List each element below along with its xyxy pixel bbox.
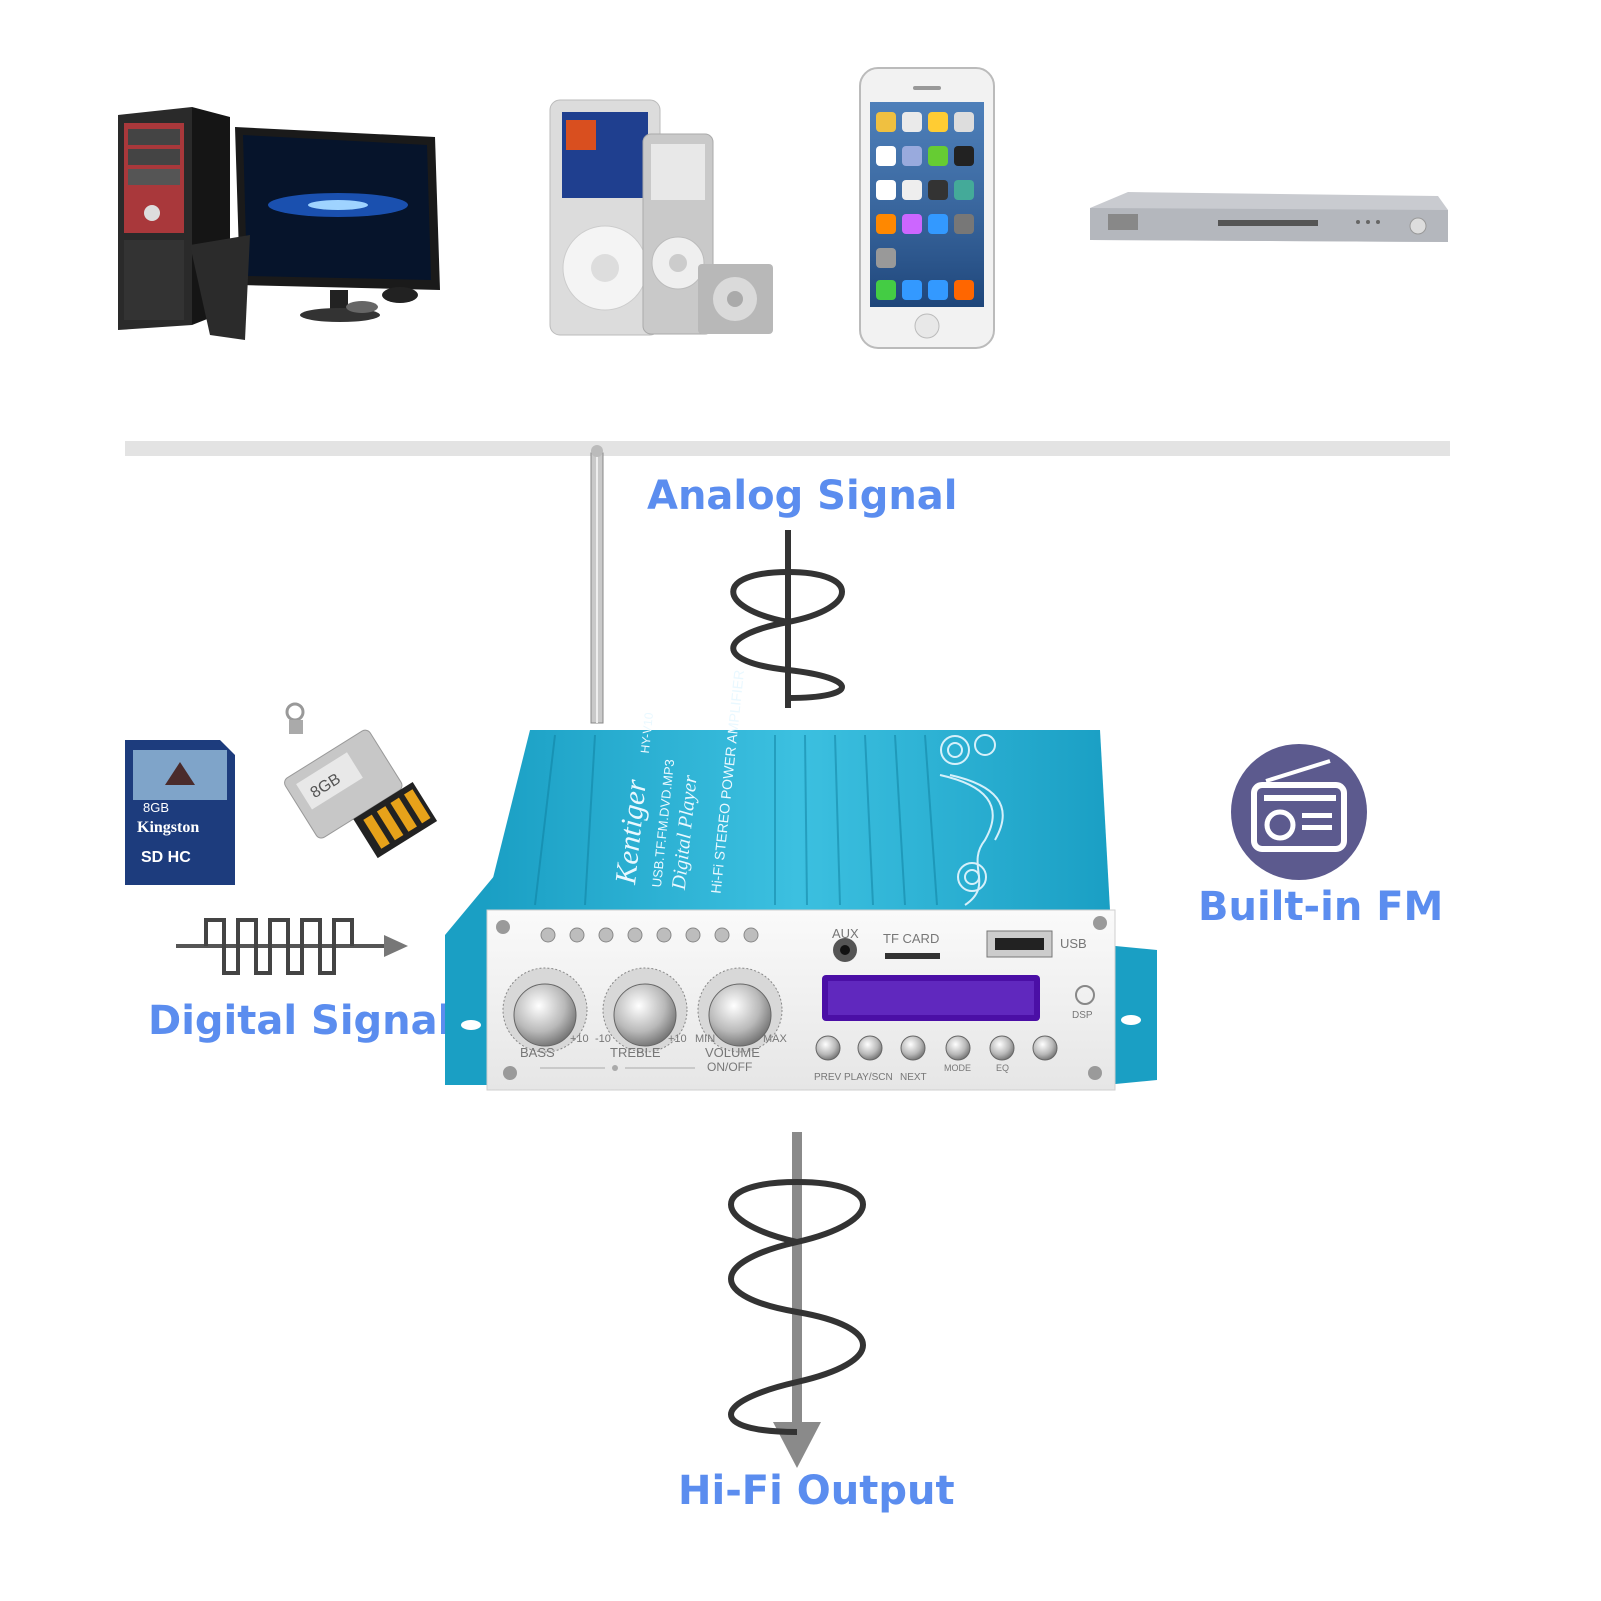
mp3-player-icon — [549, 99, 773, 336]
digital-wave-icon — [176, 918, 408, 975]
treble-range-min: -10 — [595, 1033, 611, 1045]
tf-card-slot[interactable] — [885, 953, 940, 959]
sd-card-brand: Kingston — [137, 819, 199, 836]
volume-sublabel: ON/OFF — [707, 1060, 752, 1074]
digital-signal-label: Digital Signal — [148, 998, 452, 1044]
sd-card-spec: SD HC — [141, 849, 191, 866]
mode-button[interactable] — [945, 1035, 971, 1061]
aux-jack[interactable] — [833, 938, 857, 962]
treble-label: TREBLE — [610, 1045, 661, 1060]
loop-button[interactable] — [1032, 1035, 1058, 1061]
bass-range-max: +10 — [570, 1033, 589, 1045]
volume-label: VOLUME — [705, 1045, 760, 1060]
analog-wave-icon — [730, 530, 845, 708]
play-button[interactable] — [857, 1035, 883, 1061]
next-label: NEXT — [900, 1072, 927, 1083]
usb-port[interactable] — [986, 930, 1053, 958]
volume-range-max: MAX — [763, 1033, 788, 1045]
usb-drive-icon: 8GB — [284, 702, 438, 859]
volume-range-min: MIN — [695, 1033, 715, 1045]
amplifier-device: Kentiger HY-V10 USB.TF.FM.DVD.MP3 Digita… — [445, 445, 1157, 1091]
divider-line — [125, 441, 1450, 456]
prev-button[interactable] — [815, 1035, 841, 1061]
radio-icon — [1231, 744, 1367, 880]
bass-knob[interactable] — [502, 967, 588, 1053]
desktop-computer-icon — [118, 107, 440, 340]
eq-button[interactable] — [989, 1035, 1015, 1061]
dvd-player-icon — [1090, 192, 1448, 242]
eq-label: EQ — [996, 1063, 1009, 1073]
antenna — [590, 445, 604, 724]
tf-card-label: TF CARD — [883, 931, 939, 946]
fm-label: Built-in FM — [1198, 884, 1444, 930]
bass-label: BASS — [520, 1045, 555, 1060]
sd-card-icon: 8GB Kingston SD HC — [125, 740, 235, 885]
smartphone-icon — [859, 67, 995, 349]
usb-label: USB — [1060, 936, 1087, 951]
treble-range-max: +10 — [668, 1033, 687, 1045]
play-label: PLAY/SCN — [844, 1072, 893, 1083]
prev-label: PREV — [814, 1072, 842, 1083]
treble-knob[interactable] — [602, 967, 688, 1053]
sd-card-capacity: 8GB — [143, 800, 169, 815]
output-label: Hi-Fi Output — [678, 1468, 955, 1514]
amp-model: HY-V10 — [638, 712, 656, 754]
volume-knob[interactable] — [697, 967, 783, 1053]
dsp-label: DSP — [1072, 1010, 1093, 1021]
output-wave-icon — [728, 1132, 866, 1468]
aux-label: AUX — [832, 926, 859, 941]
next-button[interactable] — [900, 1035, 926, 1061]
analog-signal-label: Analog Signal — [647, 473, 958, 519]
mode-label: MODE — [944, 1063, 971, 1073]
